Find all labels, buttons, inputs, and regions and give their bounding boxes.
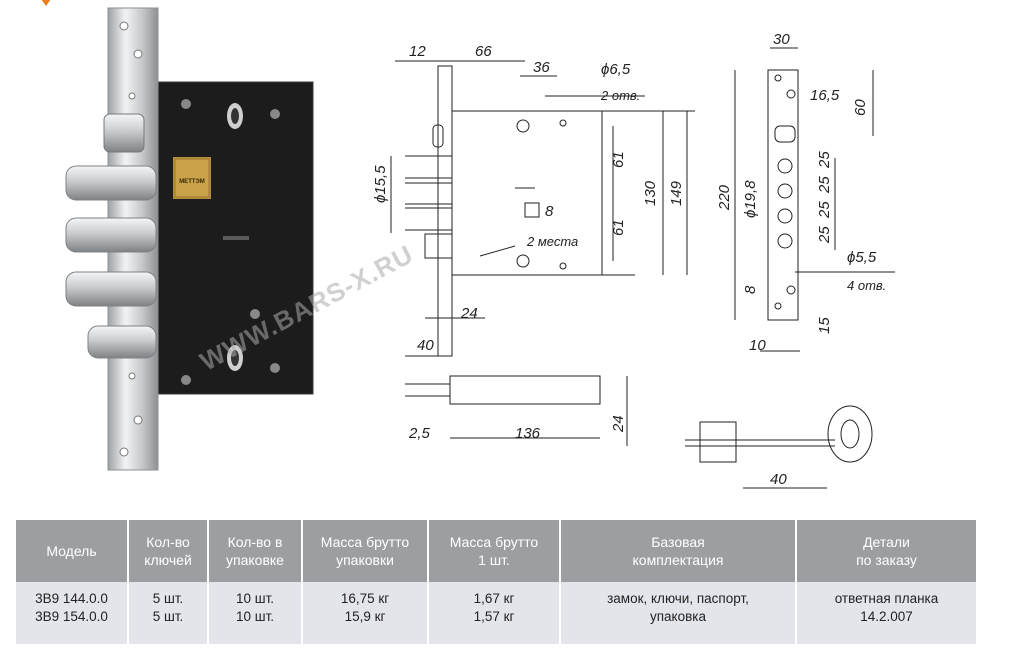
dim-25-2: 25 xyxy=(816,176,833,194)
dim-10: 10 xyxy=(749,337,766,354)
dim-8: 8 xyxy=(742,285,759,294)
dim-12: 12 xyxy=(409,43,426,60)
dim-61-top: 61 xyxy=(610,151,627,168)
cell-pack-count: 10 шт.10 шт. xyxy=(208,582,303,644)
dim-136: 136 xyxy=(515,425,541,442)
dim-24-side: 24 xyxy=(610,415,627,433)
dim-25-3: 25 xyxy=(816,201,833,219)
cell-key-count: 5 шт.5 шт. xyxy=(128,582,209,644)
dim-places: 2 места xyxy=(526,234,578,249)
dim-24-front: 24 xyxy=(460,305,478,322)
dim-5-5: ϕ5,5 xyxy=(847,249,877,266)
dim-19-8: ϕ19,8 xyxy=(742,180,759,218)
cell-base-kit: замок, ключи, паспорт,упаковка xyxy=(560,582,797,644)
dim-key-40: 40 xyxy=(770,471,787,488)
dim-60: 60 xyxy=(852,99,869,116)
header-model: Модель xyxy=(16,520,129,582)
dim-61-bottom: 61 xyxy=(610,219,627,236)
dim-25-1: 25 xyxy=(816,151,833,169)
dim-16-5: 16,5 xyxy=(810,87,840,104)
corner-tag-icon xyxy=(41,0,51,6)
dim-30: 30 xyxy=(773,31,790,48)
dim-130: 130 xyxy=(642,180,659,206)
dim-hole-top-note: 2 отв. xyxy=(600,88,640,103)
dim-66: 66 xyxy=(475,43,492,60)
dim-square: 8 xyxy=(545,203,554,220)
dim-25-4: 25 xyxy=(816,226,833,244)
dim-149: 149 xyxy=(668,180,685,206)
brand-badge: МЕТТЭМ xyxy=(179,179,205,185)
dim-holes-note: 4 отв. xyxy=(847,278,886,293)
dim-220: 220 xyxy=(716,184,733,211)
lock-photo: МЕТТЭМ xyxy=(65,7,314,471)
dim-15: 15 xyxy=(816,317,833,334)
dim-36: 36 xyxy=(533,59,550,76)
dim-hole-top: ϕ6,5 xyxy=(601,61,631,78)
dim-bolt-diameter: ϕ15,5 xyxy=(372,165,389,203)
dim-2-5: 2,5 xyxy=(408,425,431,442)
dim-40-front: 40 xyxy=(417,337,434,354)
technical-drawings: 12 66 36 ϕ6,5 2 отв. ϕ15,5 61 61 130 149… xyxy=(372,31,895,489)
